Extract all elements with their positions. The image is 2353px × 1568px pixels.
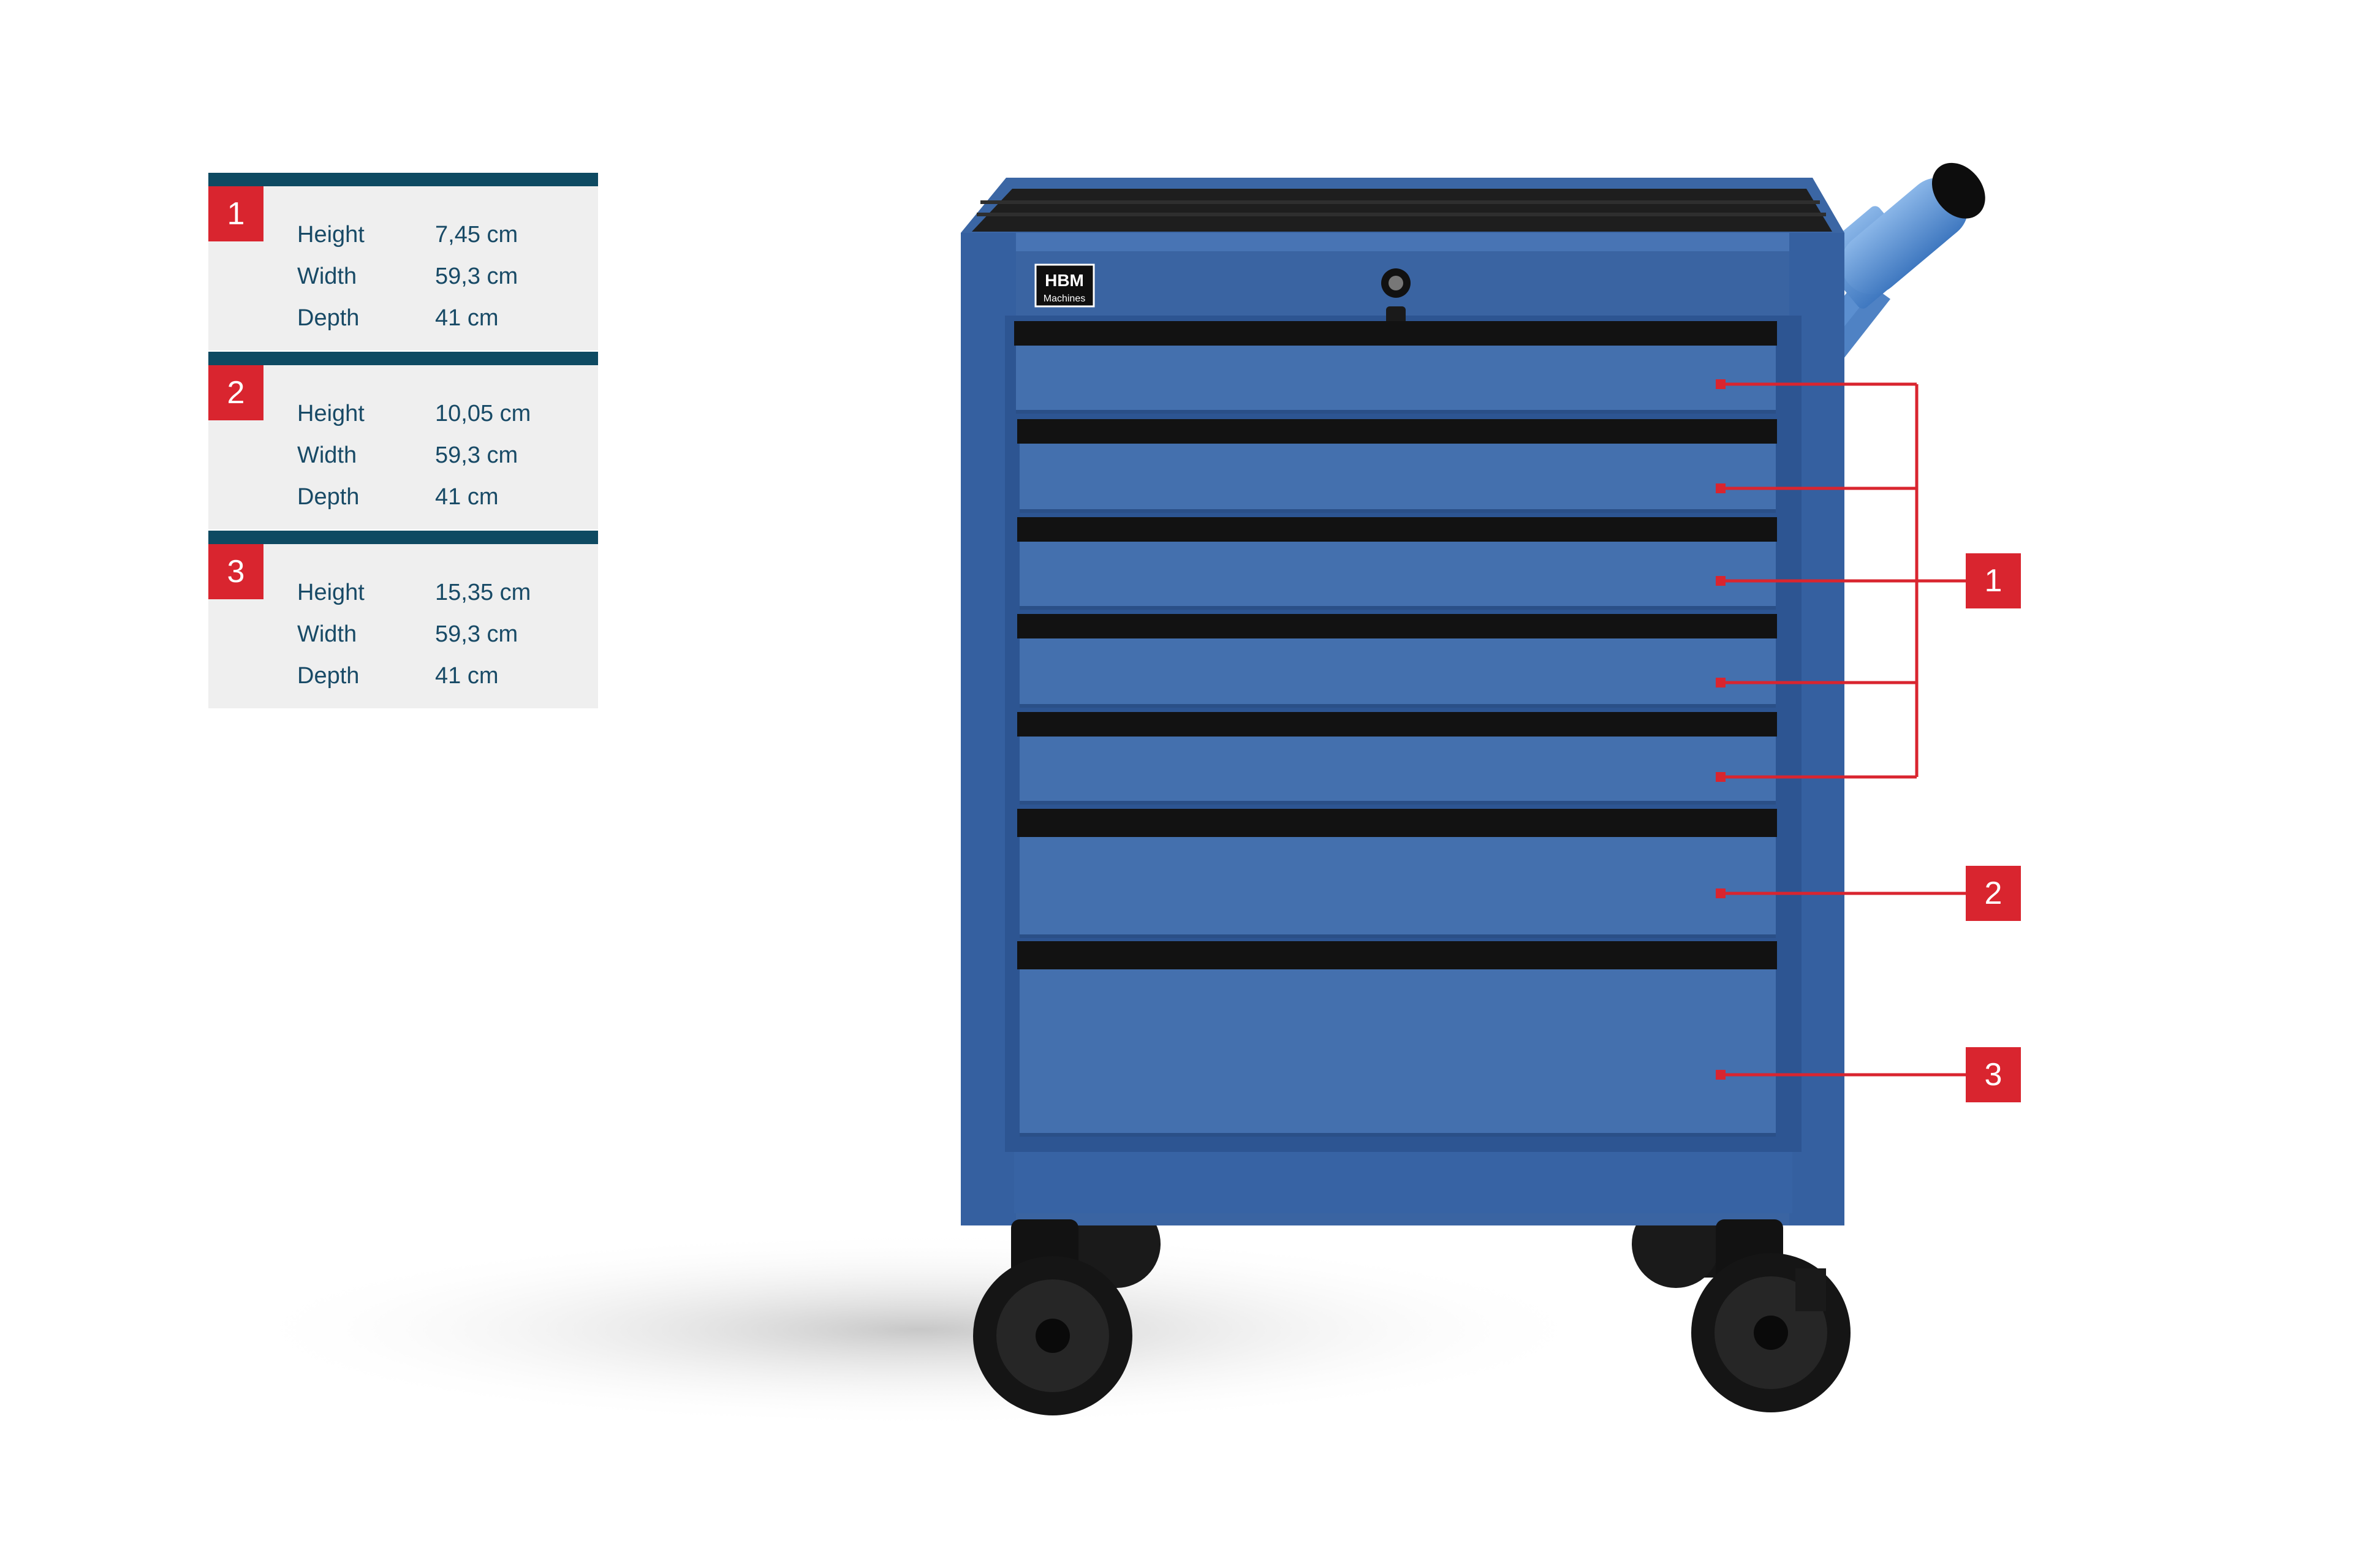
spec-value: 41 cm: [435, 305, 499, 331]
floor-shadow: [233, 1232, 1605, 1428]
spec-value: 41 cm: [435, 484, 499, 510]
drawer-1: [1014, 321, 1777, 414]
spec-card-2: 2 Height 10,05 cm Width 59,3 cm Depth 41 cm: [208, 352, 598, 529]
drawer-6: [1017, 809, 1777, 938]
drawer-3: [1017, 517, 1777, 610]
drawer-4: [1017, 614, 1777, 708]
front-wheel-right: [1691, 1219, 1851, 1412]
spec-row-depth: Depth 41 cm: [297, 663, 498, 689]
spec-row-depth: Depth 41 cm: [297, 484, 498, 510]
spec-value: 15,35 cm: [435, 580, 531, 605]
spec-value: 41 cm: [435, 663, 499, 689]
spec-value: 10,05 cm: [435, 401, 531, 426]
spec-label: Width: [297, 263, 357, 289]
spec-row-height: Height 7,45 cm: [297, 222, 518, 248]
spec-label: Height: [297, 401, 365, 426]
spec-label: Width: [297, 442, 357, 468]
spec-row-width: Width 59,3 cm: [297, 621, 518, 648]
spec-value: 59,3 cm: [435, 263, 518, 289]
spec-card-1: 1 Height 7,45 cm Width 59,3 cm Depth 41 cm: [208, 173, 598, 350]
spec-row-height: Height 15,35 cm: [297, 580, 531, 606]
spec-value: 59,3 cm: [435, 442, 518, 468]
spec-label: Width: [297, 621, 357, 647]
spec-value: 7,45 cm: [435, 222, 518, 248]
spec-card-3: 3 Height 15,35 cm Width 59,3 cm Depth 41 cm: [208, 531, 598, 708]
spec-row-width: Width 59,3 cm: [297, 442, 518, 469]
callout-label-1: 1: [1966, 553, 2021, 608]
spec-label: Height: [297, 580, 365, 605]
front-wheel-left: [973, 1219, 1132, 1415]
spec-label: Height: [297, 222, 365, 248]
spec-card-number: 3: [208, 544, 263, 599]
drawer-7: [1017, 941, 1777, 1137]
spec-row-height: Height 10,05 cm: [297, 401, 531, 427]
callout-dots: [1716, 379, 1726, 1080]
spec-card-number: 1: [208, 186, 263, 241]
logo-brand: HBM: [1045, 271, 1084, 290]
callout-label-2: 2: [1966, 866, 2021, 921]
top-tray: [961, 178, 1844, 233]
logo-subtitle: Machines: [1044, 294, 1085, 304]
drawer-2: [1017, 419, 1777, 513]
callout-lines: [1721, 382, 1966, 1077]
spec-card-number: 2: [208, 365, 263, 420]
callout-label-3: 3: [1966, 1047, 2021, 1102]
spec-label: Depth: [297, 663, 360, 689]
spec-row-width: Width 59,3 cm: [297, 263, 518, 290]
drawer-5: [1017, 712, 1777, 805]
spec-label: Depth: [297, 484, 360, 510]
spec-value: 59,3 cm: [435, 621, 518, 647]
hbm-logo: HBM Machines: [1034, 263, 1095, 308]
spec-label: Depth: [297, 305, 360, 331]
spec-row-depth: Depth 41 cm: [297, 305, 498, 331]
